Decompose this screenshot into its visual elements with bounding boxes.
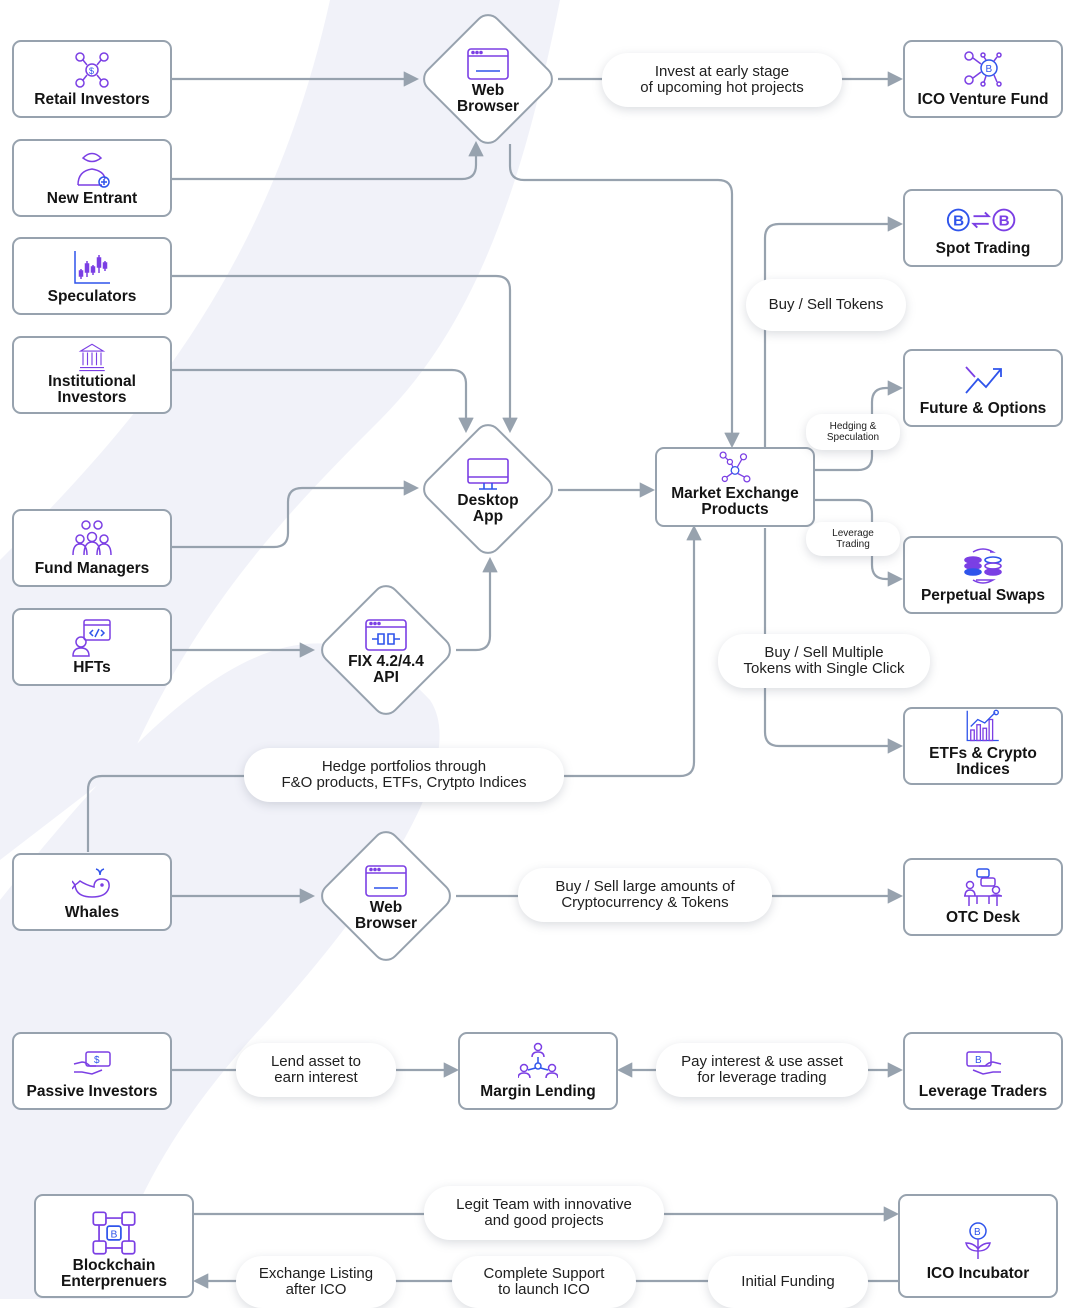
connector-fix-desktop [456, 556, 498, 652]
perpetual-swaps-node[interactable]: Perpetual Swaps [903, 536, 1063, 614]
edge-label-buy-sell-multiple: Buy / Sell Multiple Tokens with Single C… [718, 634, 930, 688]
edge-label-exchange-listing: Exchange Listing after ICO [236, 1256, 396, 1308]
connector-newentrant-web [172, 140, 484, 181]
bank-building-icon [78, 343, 106, 372]
leverage-traders-label: Leverage Traders [918, 1083, 1048, 1100]
desk-meeting-icon [964, 868, 1002, 906]
lending-network-icon [518, 1042, 558, 1079]
hand-cash-icon: $ [73, 1051, 111, 1075]
edge-label-hedging-speculation: Hedging & Speculation [806, 414, 900, 450]
blockchain-enterprenuers-node[interactable]: B Blockchain Enterprenuers [34, 1194, 194, 1298]
desktop-app-diamond[interactable]: Desktop App [417, 418, 559, 560]
browser-window-icon [467, 48, 509, 80]
margin-lending-node[interactable]: Margin Lending [458, 1032, 618, 1110]
web-browser-label-top: Web Browser [456, 82, 520, 115]
speculators-node[interactable]: Speculators [12, 237, 172, 315]
bitcoin-network-icon: B [964, 51, 1002, 87]
bitcoin-plant-icon: B [965, 1222, 991, 1259]
svg-text:$: $ [89, 66, 94, 76]
coder-icon [72, 619, 111, 657]
retail-investors-label: Retail Investors [34, 91, 150, 108]
browser-window-icon [365, 865, 407, 897]
fix-api-diamond[interactable]: FIX 4.2/4.4 API [315, 579, 457, 721]
web-browser-label-whales: Web Browser [354, 899, 418, 932]
perpetual-swaps-label: Perpetual Swaps [920, 587, 1046, 604]
web-browser-diamond-whales[interactable]: Web Browser [315, 825, 457, 967]
trend-arrow-icon [965, 366, 1002, 394]
bitcoin-exchange-icon: B B [946, 208, 1016, 232]
connector-fund-desktop [172, 480, 420, 549]
ico-incubator-node[interactable]: B ICO Incubator [898, 1194, 1058, 1298]
market-exchange-products-node[interactable]: Market Exchange Products [655, 447, 815, 527]
new-user-icon [77, 152, 110, 188]
edge-label-invest-early: Invest at early stage of upcoming hot pr… [602, 53, 842, 107]
future-options-node[interactable]: Future & Options [903, 349, 1063, 427]
svg-text:$: $ [94, 1055, 100, 1066]
api-plug-icon [365, 619, 407, 651]
connector-market-etfs [763, 528, 904, 754]
otc-desk-node[interactable]: OTC Desk [903, 858, 1063, 936]
whale-icon [72, 868, 110, 898]
ico-venture-fund-label: ICO Venture Fund [917, 91, 1049, 108]
leverage-traders-node[interactable]: B Leverage Traders [903, 1032, 1063, 1110]
margin-lending-label: Margin Lending [480, 1083, 596, 1100]
institutional-investors-node[interactable]: Institutional Investors [12, 336, 172, 414]
passive-investors-label: Passive Investors [26, 1083, 158, 1100]
edge-label-leverage-trading: Leverage Trading [806, 522, 900, 556]
desktop-app-label: Desktop App [457, 492, 519, 525]
edge-label-initial-funding: Initial Funding [708, 1256, 868, 1308]
whales-node[interactable]: Whales [12, 853, 172, 931]
spot-trading-node[interactable]: B B Spot Trading [903, 189, 1063, 267]
svg-text:B: B [999, 213, 1010, 230]
edge-label-lend-asset: Lend asset to earn interest [236, 1043, 396, 1097]
connector-institutional-desktop [172, 368, 474, 434]
edge-label-legit-team: Legit Team with innovative and good proj… [424, 1186, 664, 1240]
spot-trading-label: Spot Trading [935, 240, 1031, 257]
connector-web-market [508, 144, 740, 449]
hfts-node[interactable]: HFTs [12, 608, 172, 686]
team-group-icon [72, 520, 112, 556]
whales-label: Whales [64, 904, 120, 921]
svg-text:B: B [111, 1230, 118, 1241]
network-nodes-icon [719, 451, 751, 483]
retail-investors-node[interactable]: $ Retail Investors [12, 40, 172, 118]
fix-api-label: FIX 4.2/4.4 API [348, 653, 424, 686]
etfs-crypto-indices-label: ETFs & Crypto Indices [929, 745, 1037, 778]
svg-text:B: B [953, 213, 964, 230]
svg-text:B: B [974, 1227, 981, 1238]
institutional-investors-label: Institutional Investors [48, 373, 136, 406]
ico-venture-fund-node[interactable]: B ICO Venture Fund [903, 40, 1063, 118]
edge-label-buy-sell-large: Buy / Sell large amounts of Cryptocurren… [518, 868, 772, 922]
edge-label-buy-sell-tokens: Buy / Sell Tokens [746, 279, 906, 331]
bar-chart-growth-icon [966, 709, 999, 742]
fund-managers-label: Fund Managers [34, 560, 150, 577]
svg-text:B: B [986, 64, 993, 75]
blockchain-network-icon: B [92, 1211, 136, 1255]
ico-incubator-label: ICO Incubator [926, 1265, 1030, 1282]
otc-desk-label: OTC Desk [945, 909, 1021, 926]
connector-speculators-desktop [172, 274, 518, 434]
passive-investors-node[interactable]: $ Passive Investors [12, 1032, 172, 1110]
svg-text:B: B [975, 1055, 982, 1066]
new-entrant-node[interactable]: New Entrant [12, 139, 172, 217]
monitor-icon [467, 458, 509, 490]
investor-network-icon: $ [75, 52, 109, 88]
coin-swap-icon [964, 548, 1002, 584]
connector-market-spot [763, 216, 904, 447]
blockchain-enterprenuers-label: Blockchain Enterprenuers [61, 1257, 167, 1290]
new-entrant-label: New Entrant [46, 190, 138, 207]
speculators-label: Speculators [47, 288, 137, 305]
hfts-label: HFTs [73, 659, 111, 676]
hand-bitcoin-icon: B [966, 1051, 1002, 1075]
edge-label-hedge-portfolios: Hedge portfolios through F&O products, E… [244, 748, 564, 802]
etfs-crypto-indices-node[interactable]: ETFs & Crypto Indices [903, 707, 1063, 785]
market-exchange-products-label: Market Exchange Products [671, 485, 799, 518]
fund-managers-node[interactable]: Fund Managers [12, 509, 172, 587]
edge-label-pay-interest: Pay interest & use asset for leverage tr… [656, 1043, 868, 1097]
web-browser-diamond-top[interactable]: Web Browser [417, 8, 559, 150]
candlestick-chart-icon [74, 251, 110, 284]
future-options-label: Future & Options [919, 400, 1047, 417]
edge-label-complete-support: Complete Support to launch ICO [452, 1256, 636, 1308]
